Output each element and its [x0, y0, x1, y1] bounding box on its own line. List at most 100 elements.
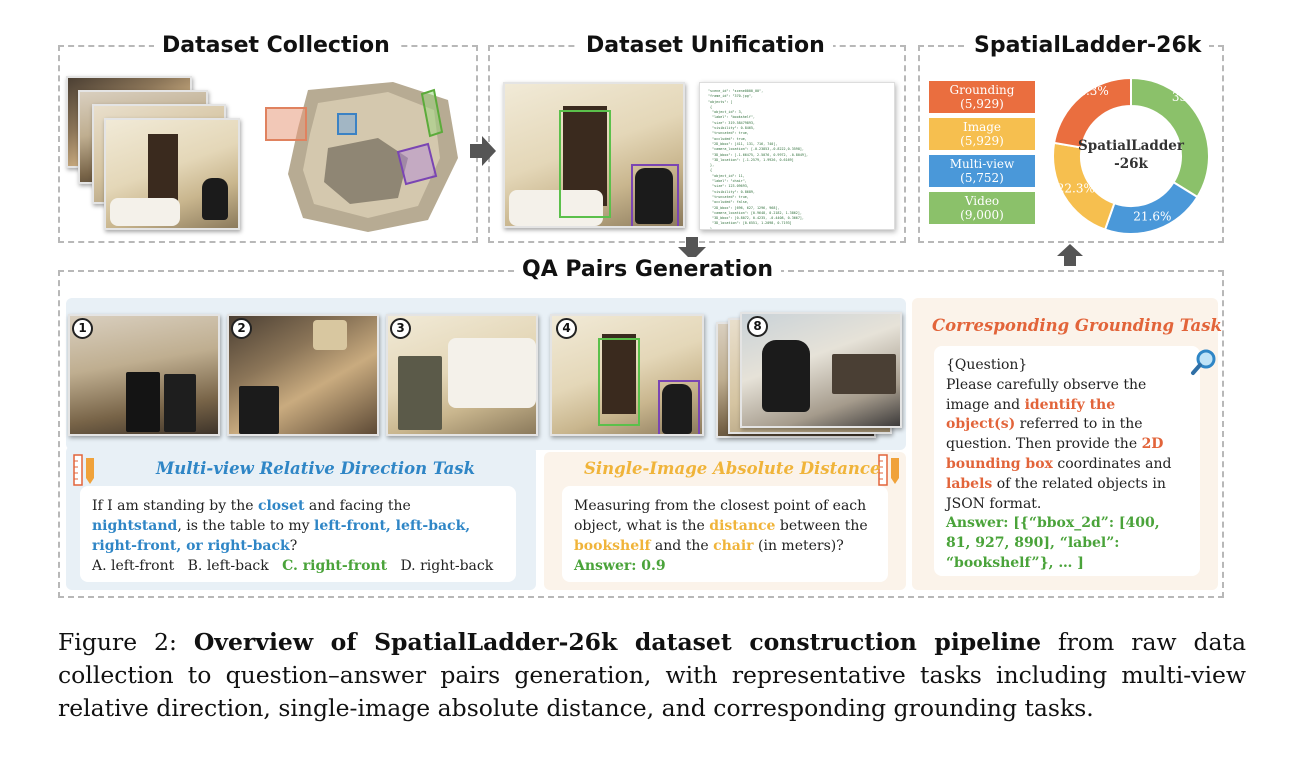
gr-p2: referred to in the question. Then provid… [946, 416, 1143, 453]
chair-shape [662, 384, 692, 434]
caption-bold: Overview of SpatialLadder-26k dataset co… [193, 628, 1042, 656]
badge-4: 4 [556, 318, 577, 339]
arrow-up-icon [1057, 244, 1083, 270]
donut-slice-1 [1103, 180, 1199, 235]
legend-grounding-name: Grounding [949, 83, 1015, 97]
mv-q-pre: If I am standing by the [92, 498, 258, 514]
magnifier-icon [1190, 348, 1218, 380]
ruler-icon [72, 454, 96, 490]
lamp-shade-shape [313, 320, 347, 350]
multiview-question-box: If I am standing by the closet and facin… [80, 486, 516, 582]
figure-caption: Figure 2: Overview of SpatialLadder-26k … [58, 626, 1246, 725]
si-q-mid: between the [775, 518, 868, 534]
badge-1: 1 [72, 318, 93, 339]
single-image-frame [550, 314, 704, 436]
donut-slice-3 [1052, 76, 1132, 149]
video-frame-front [740, 312, 902, 428]
caption-rest: from raw data collection to question–ans… [58, 628, 1247, 722]
mv-q-options: left-front, left-back, right-front, or r… [92, 518, 471, 554]
qa-generation-title: QA Pairs Generation [514, 257, 782, 282]
mv-option-a: A. left-front [92, 558, 175, 574]
caption-prefix: Figure 2: [58, 628, 194, 656]
donut-label-0: 33.8% [1172, 90, 1210, 104]
chair-bbox [658, 380, 700, 434]
mv-option-d: D. right-back [400, 558, 494, 574]
single-image-question-box: Measuring from the closest point of each… [562, 486, 888, 582]
gr-labels: labels [946, 475, 993, 492]
gr-question-placeholder: {Question} [946, 357, 1028, 373]
mv-q-closet: closet [257, 498, 305, 514]
spatialladder-title: SpatialLadder-26k [966, 33, 1210, 58]
dataset-composition-donut: 33.8% 21.6% 22.3% 22.3% SpatialLadder -26k [1052, 76, 1210, 235]
bookshelf-bbox [598, 338, 640, 426]
desk-shape [832, 354, 896, 394]
donut-center-line2: -26k [1114, 156, 1148, 172]
office-chair-shape [762, 340, 810, 412]
chair-shape [635, 168, 673, 224]
mv-q-mid: and facing the [304, 498, 411, 514]
dataset-collection-title: Dataset Collection [154, 33, 398, 58]
ruler-icon [877, 454, 901, 490]
gr-bbox: 2D bounding box [946, 436, 1164, 472]
speaker-shape-2 [164, 374, 196, 432]
dataset-unification-title: Dataset Unification [578, 33, 833, 58]
si-q-chair: chair [713, 538, 754, 554]
gr-identify: identify the object(s) [946, 396, 1116, 433]
badge-2: 2 [231, 318, 252, 339]
grounding-task-title: Corresponding Grounding Task [932, 316, 1222, 335]
json-annotation-document: "scene_id": "scene0000_00","frame_id": "… [699, 82, 895, 230]
single-image-task-title: Single-Image Absolute Distance [584, 459, 881, 478]
legend-grounding-count: (5,929) [960, 97, 1004, 111]
si-q-distance: distance [709, 518, 776, 534]
legend-image: Image (5,929) [929, 118, 1035, 150]
donut-center-line1: SpatialLadder [1078, 138, 1185, 154]
si-q-mid2: and the [650, 538, 714, 554]
arrow-right-icon [470, 136, 496, 170]
legend-image-name: Image [962, 120, 1002, 134]
stacked-photo-front [104, 118, 240, 230]
badge-8: 8 [747, 316, 768, 337]
legend-video-name: Video [964, 194, 1000, 208]
si-q-bookshelf: bookshelf [574, 538, 651, 554]
bookshelf-shape [563, 106, 607, 206]
donut-label-2: 22.3% [1057, 181, 1095, 195]
view-frame-3 [386, 314, 538, 436]
mv-q-end: ? [289, 538, 298, 554]
legend-video-count: (9,000) [960, 208, 1004, 222]
speaker-shape [126, 372, 160, 432]
gr-answer: Answer: [{“bbox_2d”: [400, 81, 927, 890]… [946, 515, 1160, 571]
bed-shape [448, 338, 536, 408]
donut-label-1: 21.6% [1133, 209, 1171, 223]
legend-video: Video (9,000) [929, 192, 1035, 224]
mv-option-b: B. left-back [187, 558, 269, 574]
bed-shape [509, 190, 603, 226]
gr-p3: coordinates and [1052, 455, 1172, 472]
legend-multiview-name: Multi-view [949, 157, 1015, 171]
gr-p1: Please carefully observe the image and [946, 376, 1147, 413]
badge-3: 3 [390, 318, 411, 339]
legend-image-count: (5,929) [960, 134, 1004, 148]
view-frame-1 [68, 314, 220, 436]
chair-bbox [631, 164, 679, 226]
nightstand-shape [398, 356, 442, 430]
si-q-end: (in meters)? [753, 538, 844, 554]
bed-shape [110, 198, 180, 226]
chair-shape [202, 178, 228, 220]
mv-q-mid2: , is the table to my [177, 518, 315, 534]
legend-multiview-count: (5,752) [960, 171, 1004, 185]
grounding-question-box: {Question} Please carefully observe the … [934, 346, 1200, 576]
speaker-shape [239, 386, 279, 434]
bookshelf-bbox [559, 110, 611, 218]
3d-scan-reconstruction [258, 78, 468, 238]
gr-p4: of the related objects in JSON format. [946, 475, 1166, 512]
donut-label-3: 22.3% [1071, 84, 1109, 98]
view-frame-2 [227, 314, 379, 436]
mv-option-c: C. right-front [282, 558, 388, 574]
unified-photo [503, 82, 685, 228]
legend-multiview: Multi-view (5,752) [929, 155, 1035, 187]
legend-grounding: Grounding (5,929) [929, 81, 1035, 113]
arrow-down-icon [678, 237, 706, 265]
si-q-pre: Measuring from the closest point of each… [574, 498, 867, 534]
bookshelf-shape [602, 334, 636, 414]
si-answer: Answer: 0.9 [574, 558, 666, 574]
